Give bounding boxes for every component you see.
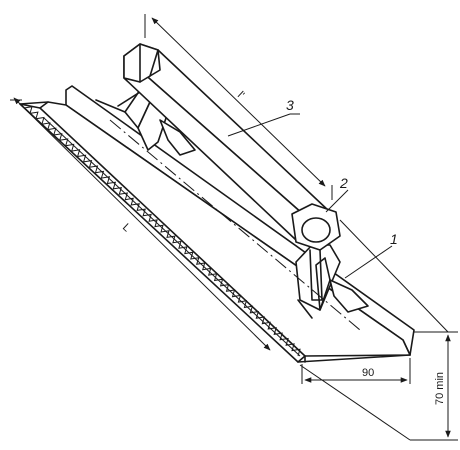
dimension-height	[299, 219, 458, 441]
label-part-1: 1	[390, 231, 398, 247]
label-width: 90	[362, 367, 374, 379]
leaders	[227, 113, 393, 279]
label-part-3: 3	[286, 97, 294, 113]
label-part-2: 2	[339, 175, 348, 191]
label-length-base: L	[120, 221, 133, 234]
rail-end-profile	[291, 203, 341, 251]
support-bracket-front	[295, 244, 369, 319]
dimension-l	[10, 97, 271, 351]
dimension-width	[301, 358, 411, 384]
label-length-rail: l'	[235, 89, 247, 101]
label-height: 70 min	[434, 372, 446, 405]
